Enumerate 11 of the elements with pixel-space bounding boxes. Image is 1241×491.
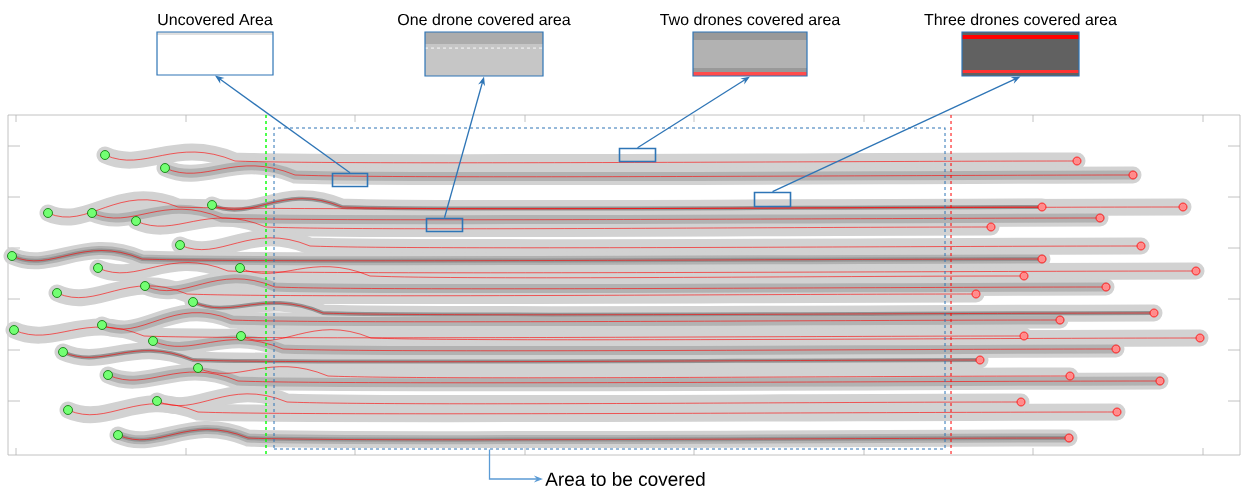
- sample-box: [753, 191, 792, 208]
- dashed-area-box: [273, 127, 946, 450]
- sample-box: [618, 147, 657, 163]
- node-label: Two drones covered area: [660, 13, 841, 26]
- node-label: Three drones covered area: [924, 13, 1117, 26]
- area-label: Area to be covered: [545, 472, 705, 486]
- node-label: One drone covered area: [398, 13, 571, 26]
- leader-arrow: [636, 76, 750, 149]
- sample-box: [331, 172, 369, 188]
- node-label: Uncovered Area: [158, 13, 273, 26]
- sample-box: [425, 217, 464, 233]
